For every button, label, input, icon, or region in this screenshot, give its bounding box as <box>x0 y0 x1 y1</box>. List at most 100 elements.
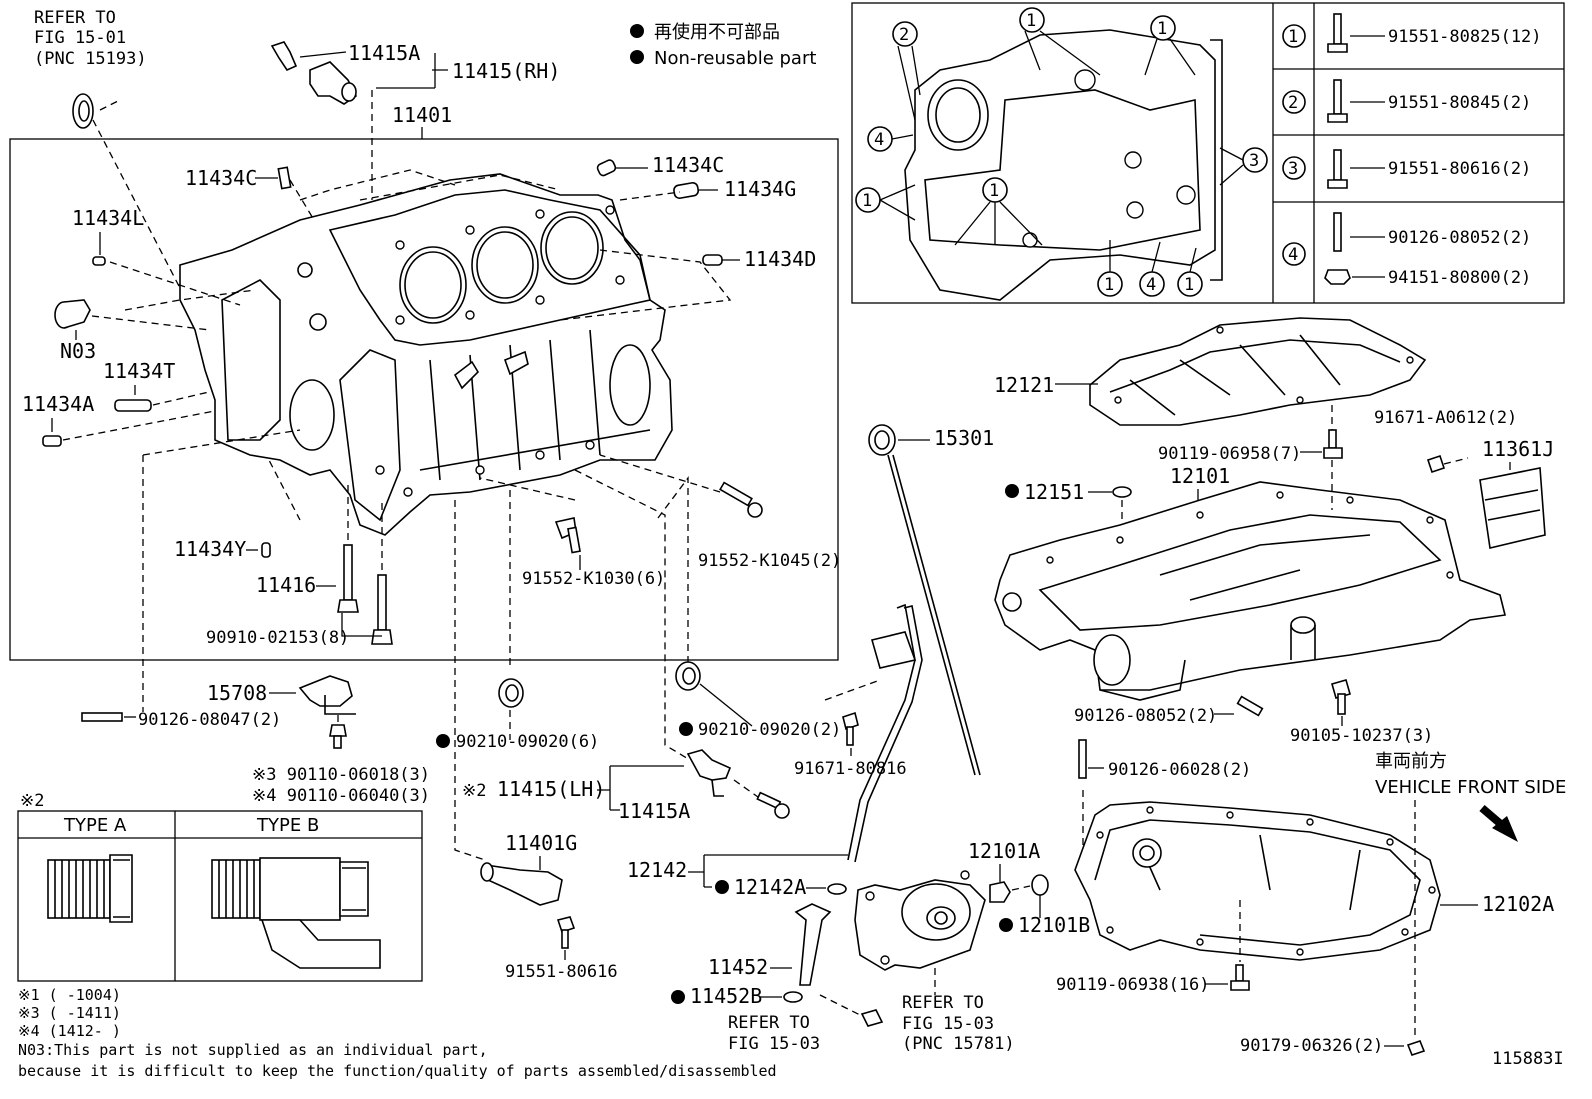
washer-90210-left-icon <box>498 678 524 708</box>
flange-bolt-icon <box>1324 13 1351 285</box>
label-90126-08047: 90126-08047(2) <box>138 710 281 730</box>
vehicle-front-en: VEHICLE FRONT SIDE <box>1375 777 1566 798</box>
refer-bottom-left-2: FIG 15-03 <box>728 1034 820 1054</box>
vehicle-front-jp: 車両前方 <box>1375 751 1447 772</box>
bolt-11415A-lh-icon <box>756 791 790 819</box>
oil-pan-upper-drawing <box>994 481 1506 701</box>
legend-jp: 再使用不可部品 <box>654 22 780 43</box>
label-11415LH: 11415(LH) <box>497 777 605 801</box>
bolt-90119-06958-icon <box>1323 429 1343 459</box>
label-91671-A0612: 91671-A0612(2) <box>1374 408 1517 428</box>
label-11401: 11401 <box>392 103 452 127</box>
svg-text:1: 1 <box>1288 27 1298 47</box>
type-b-header: TYPE B <box>256 815 319 836</box>
label-11434D: 11434D <box>744 247 816 271</box>
plug-12101A-icon <box>989 881 1011 903</box>
label-90110-06018: ※3 90110-06018(3) <box>252 765 430 785</box>
refer-bottom-right-3: (PNC 15781) <box>902 1034 1015 1054</box>
bolt-90119-06938-icon <box>1230 964 1250 991</box>
oil-seal-icon <box>72 93 94 129</box>
bolt-table: 1 2 3 4 91551-80825(12) 91551-80845(2) 9… <box>1282 13 1542 288</box>
front-arrow-icon <box>1479 804 1518 842</box>
label-15708: 15708 <box>207 681 267 705</box>
svg-text:2: 2 <box>1288 93 1298 113</box>
refer-bottom-right-2: FIG 15-03 <box>902 1014 994 1034</box>
drain-cock-11401G-icon <box>480 862 563 906</box>
washer-90210-right-icon <box>675 661 701 691</box>
label-90105-10237: 90105-10237(3) <box>1290 726 1433 746</box>
refer-bottom-right-1: REFER TO <box>902 993 984 1013</box>
diagram-id: 115883I <box>1492 1049 1564 1069</box>
label-90126-06028: 90126-06028(2) <box>1108 760 1251 780</box>
footnote-1: ※1 ( -1004) <box>18 986 121 1004</box>
bolt-row-4-part-a: 90126-08052(2) <box>1388 228 1531 248</box>
label-90910: 90910-02153(8) <box>206 628 349 648</box>
svg-text:1: 1 <box>1026 11 1036 31</box>
dipstick-guide-icon <box>847 603 923 863</box>
inset-callouts: 2 1 1 4 1 1 3 1 4 1 <box>855 7 1268 297</box>
label-91552-K1030: 91552-K1030(6) <box>522 569 665 589</box>
n03-plug-icon <box>54 299 91 329</box>
type-table-note: ※2 <box>20 791 44 811</box>
label-12102A: 12102A <box>1482 892 1554 916</box>
label-90119-06958: 90119-06958(7) <box>1158 444 1301 464</box>
baffle-plate-drawing <box>1089 317 1427 426</box>
oil-strainer-pipe-icon <box>794 903 832 986</box>
oil-pressure-switch-icon <box>270 41 358 105</box>
label-91551-80616: 91551-80616 <box>505 962 618 982</box>
label-12142: 12142 <box>627 858 687 882</box>
bolt-91552-K1045-icon <box>719 481 763 518</box>
label-11401G: 11401G <box>505 831 577 855</box>
oil-filter-bracket-icon <box>854 870 986 971</box>
refer-bottom-left-1: REFER TO <box>728 1013 810 1033</box>
footnote-n03-line2: because it is difficult to keep the func… <box>18 1062 777 1080</box>
label-11434L: 11434L <box>72 206 144 230</box>
bolt-91551-80616-icon <box>556 916 576 949</box>
timing-cover-inset-frame <box>851 2 1565 304</box>
label-11434A: 11434A <box>22 392 94 416</box>
label-11434C-right: 11434C <box>652 153 724 177</box>
label-12151: 12151 <box>1024 480 1084 504</box>
svg-text:1: 1 <box>1104 275 1114 295</box>
refer-line-1: REFER TO <box>34 8 116 28</box>
svg-text:1: 1 <box>1184 275 1194 295</box>
label-12121: 12121 <box>994 373 1054 397</box>
cover-plate-11361J-icon <box>1479 467 1546 549</box>
label-11452B: 11452B <box>690 984 762 1008</box>
bolt-90105-10237-icon <box>1331 679 1351 715</box>
bolt-11416-icon <box>337 544 359 613</box>
label-11434C-left: 11434C <box>185 166 257 190</box>
stud-90126-08047-icon <box>81 712 123 722</box>
svg-text:4: 4 <box>874 130 884 150</box>
bolt-row-3-part: 91551-80616(2) <box>1388 159 1531 179</box>
cylinder-block-frame <box>9 138 839 661</box>
svg-text:4: 4 <box>1288 245 1298 265</box>
label-91552-K1045: 91552-K1045(2) <box>698 551 841 571</box>
bolt-row-1-part: 91551-80825(12) <box>1388 27 1542 47</box>
legend-en: Non-reusable part <box>654 48 816 69</box>
drain-plug-90179-icon <box>1406 1040 1426 1056</box>
label-90126-08052b: 90126-08052(2) <box>1074 706 1217 726</box>
svg-text:1: 1 <box>1157 19 1167 39</box>
svg-text:1: 1 <box>989 181 999 201</box>
stud-90910-icon <box>371 574 393 645</box>
svg-text:3: 3 <box>1249 151 1259 171</box>
bolt-91552-K1030-icon <box>554 517 581 554</box>
svg-text:4: 4 <box>1146 275 1156 295</box>
cylinder-block-drawing <box>179 173 673 536</box>
label-11416: 11416 <box>256 573 316 597</box>
footnote-4: ※4 (1412- ) <box>18 1022 121 1040</box>
svg-text:2: 2 <box>899 25 909 45</box>
type-table: TYPE A TYPE B <box>17 810 423 982</box>
label-12101B: 12101B <box>1018 913 1090 937</box>
label-90179-06326: 90179-06326(2) <box>1240 1036 1383 1056</box>
type-a-plug-icon <box>47 854 133 923</box>
timing-cover-drawing <box>904 29 1223 301</box>
label-11361J: 11361J <box>1482 437 1554 461</box>
type-a-header: TYPE A <box>63 815 127 836</box>
label-11415A-top: 11415A <box>348 41 420 65</box>
label-15301: 15301 <box>934 426 994 450</box>
label-11452: 11452 <box>708 955 768 979</box>
label-12101A-b: 12101A <box>968 839 1040 863</box>
